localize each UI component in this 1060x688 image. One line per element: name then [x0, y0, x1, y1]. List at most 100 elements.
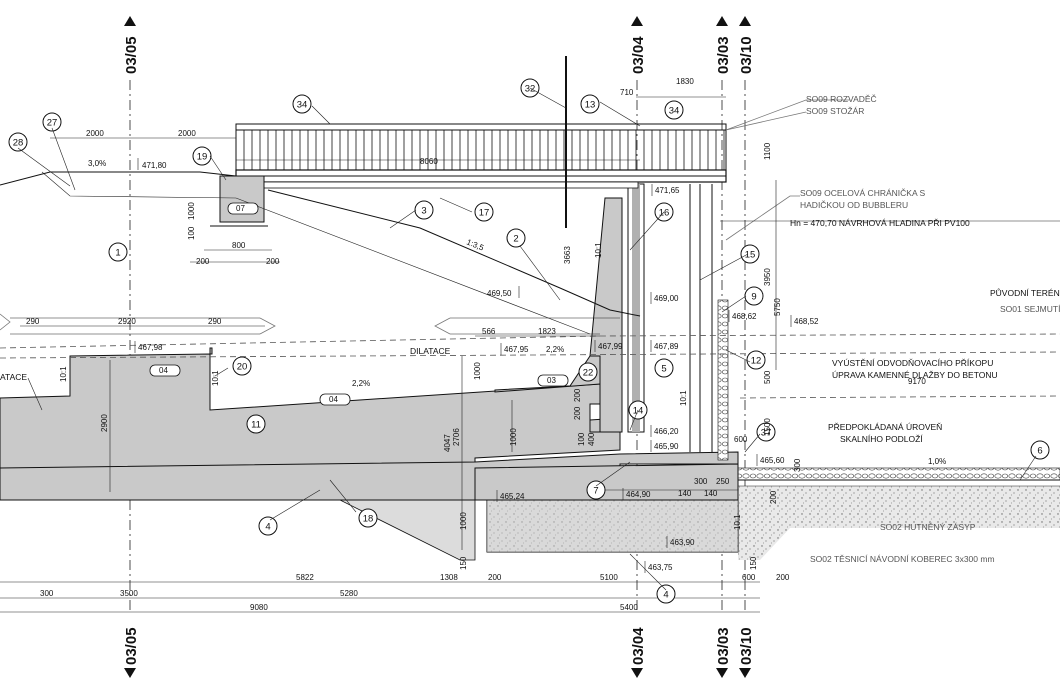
callout-number: 7 [593, 486, 598, 497]
callout-number: 16 [659, 208, 670, 219]
dim-1830: 1830 [676, 77, 694, 86]
dim-600-b: 600 [742, 573, 756, 582]
section-tags: 07 04 04 03 [149, 202, 569, 406]
axis-label-0310-top: 03/10 [738, 36, 755, 74]
callout-number: 12 [751, 356, 762, 367]
callout-number: 9 [751, 292, 756, 303]
note-dilatace: DILATACE [410, 346, 451, 356]
axis-label-0310-bottom: 03/10 [738, 627, 755, 665]
tag-07: 07 [236, 204, 245, 213]
callout-circle [740, 244, 760, 264]
callout-number: 20 [237, 362, 248, 373]
dim-9170: 9170 [908, 377, 926, 386]
dim-200-d: 200 [573, 406, 582, 420]
dim-5822: 5822 [296, 573, 314, 582]
note-predpokl-1: PŘEDPOKLÁDANÁ ÚROVEŇ [828, 422, 942, 432]
dim-710: 710 [620, 88, 634, 97]
axis-label-0304-top: 03/04 [630, 36, 647, 74]
dim-9080: 9080 [250, 603, 268, 612]
level-468-52: 468,52 [794, 317, 819, 326]
note-predpokl-2: SKALNÍHO PODLOŽÍ [840, 434, 923, 444]
dim-5750: 5750 [773, 298, 782, 316]
note-vyusteni-1: VYÚSTĚNÍ ODVODŇOVACÍHO PŘÍKOPU [832, 358, 993, 368]
channel-slabs [0, 347, 739, 501]
dim-1308: 1308 [440, 573, 458, 582]
dim-200-f: 200 [488, 573, 502, 582]
slope-10-1-a: 10:1 [594, 242, 603, 258]
callout-circle [108, 242, 128, 262]
callout-circle [580, 94, 600, 114]
dim-2000-b: 2000 [178, 129, 196, 138]
pier-07 [219, 175, 265, 223]
dim-500: 500 [763, 370, 772, 384]
dim-200-g: 200 [776, 573, 790, 582]
dim-400: 400 [587, 432, 596, 446]
callout-circle [474, 202, 494, 222]
dim-5400: 5400 [620, 603, 638, 612]
callout-circle [8, 132, 28, 152]
dim-150-b: 150 [749, 556, 758, 570]
axis-label-0305-bottom: 03/05 [123, 627, 140, 665]
level-471-80: 471,80 [142, 161, 167, 170]
callout-number: 17 [479, 208, 490, 219]
tag-03: 03 [547, 376, 556, 385]
axis-markers-top: 03/05 03/04 03/03 03/10 [123, 16, 755, 74]
callout-number: 4 [265, 522, 270, 533]
callout-number: 11 [251, 420, 261, 431]
dimension-lines [0, 96, 777, 613]
callout-number: 4 [663, 590, 668, 601]
callout-number: 37 [761, 428, 772, 439]
dim-300-b: 300 [694, 477, 708, 486]
level-467-89: 467,89 [654, 342, 679, 351]
slope-10-1-b: 10:1 [59, 366, 68, 382]
dim-100: 100 [187, 226, 196, 240]
slope-10-1-c: 10:1 [211, 370, 220, 386]
dim-140-b: 140 [704, 489, 718, 498]
slope-2-2-b: 2,2% [546, 345, 564, 354]
slope-10-1-d: 10:1 [679, 390, 688, 406]
slope-3-0: 3,0% [88, 159, 106, 168]
callout-circle [654, 358, 674, 378]
dim-300-a: 300 [793, 458, 802, 472]
note-chranicka-2: HADIČKOU OD BUBBLERU [800, 200, 908, 210]
callout-number: 32 [525, 84, 536, 95]
dim-290-a: 290 [26, 317, 40, 326]
dim-140-a: 140 [678, 489, 692, 498]
dim-800: 800 [232, 241, 246, 250]
dim-1000-d: 1000 [459, 512, 468, 530]
callout-circle [506, 228, 526, 248]
level-467-99: 467,99 [598, 342, 623, 351]
dim-200-b: 200 [266, 257, 280, 266]
note-puvodni: PŮVODNÍ TERÉN [990, 287, 1060, 298]
note-dilatace-left: ATACE [0, 372, 27, 382]
callout-circle [746, 350, 766, 370]
note-koberec: SO02 TĚSNICÍ NÁVODNÍ KOBEREC 3x300 mm [810, 554, 995, 564]
dim-250: 250 [716, 477, 730, 486]
slope-1-0: 1,0% [928, 457, 946, 466]
callout-number: 34 [297, 100, 308, 111]
retaining-wall [589, 197, 623, 433]
callout-group: 1234456791112131415161718192022272832343… [8, 78, 1050, 604]
dim-3950: 3950 [763, 268, 772, 286]
dim-1823: 1823 [538, 327, 556, 336]
callout-number: 15 [745, 250, 756, 261]
annotation-notes: SO09 ROZVADĚČ SO09 STOŽÁR SO09 OCELOVÁ C… [0, 94, 1060, 564]
dim-2920: 2920 [118, 317, 136, 326]
dim-5100: 5100 [600, 573, 618, 582]
dim-3500: 3500 [120, 589, 138, 598]
callout-circle [744, 286, 764, 306]
callout-number: 1 [115, 248, 120, 259]
note-rozvadec: SO09 ROZVADĚČ [806, 94, 877, 104]
level-467-95: 467,95 [504, 345, 529, 354]
level-465-60: 465,60 [760, 456, 785, 465]
dim-1100: 1100 [763, 142, 772, 160]
callout-circle [258, 516, 278, 536]
level-463-75: 463,75 [648, 563, 673, 572]
axis-markers-bottom: 03/05 03/04 03/03 03/10 [123, 627, 755, 678]
callout-leaders [17, 87, 1037, 591]
dim-4047: 4047 [443, 434, 452, 452]
dim-200-a: 200 [196, 257, 210, 266]
dim-1000-b: 1000 [473, 362, 482, 380]
dim-1500: 1500 [763, 418, 772, 436]
